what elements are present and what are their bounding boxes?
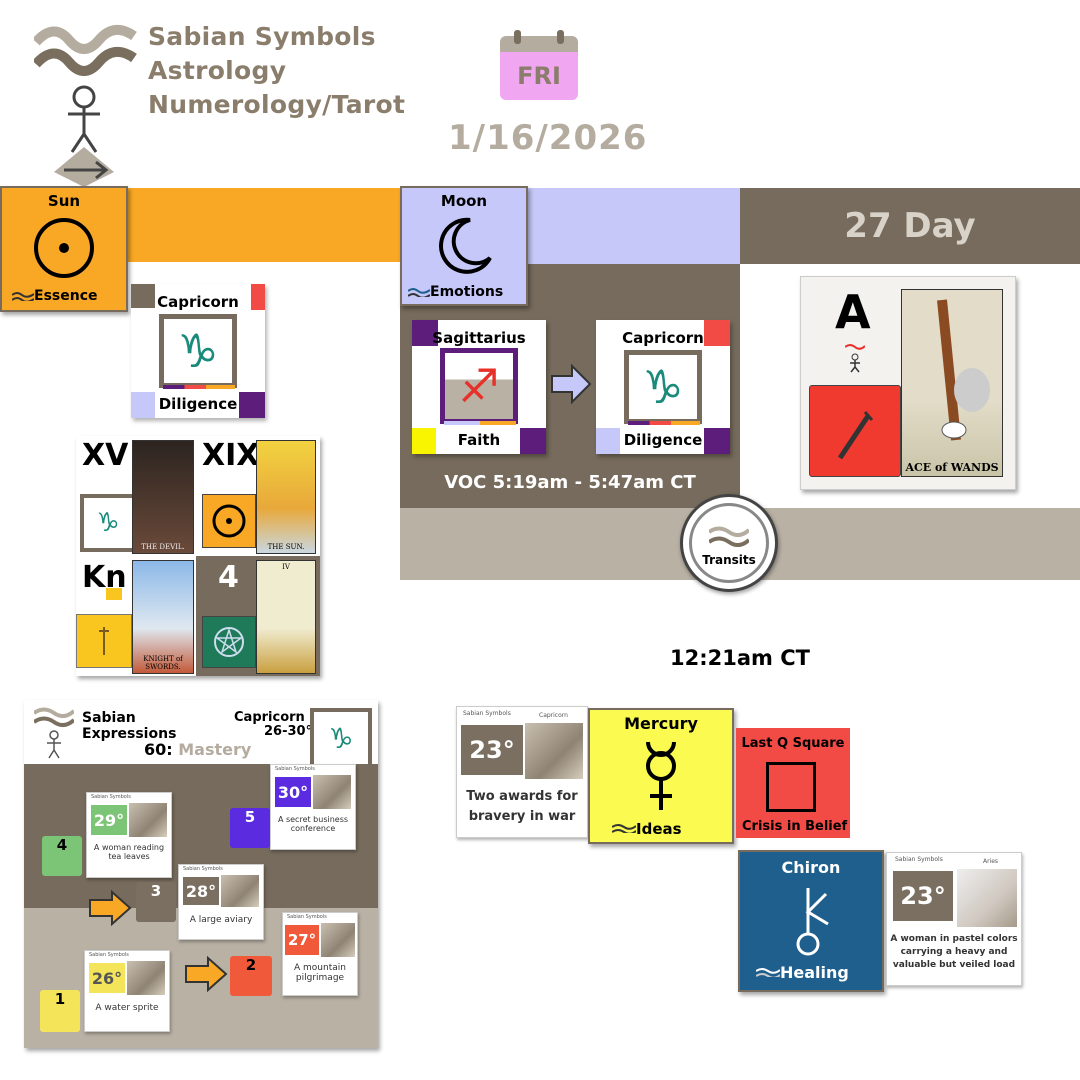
sabian-logo-icon: [32, 706, 76, 762]
moon-to-sign-keyword: Diligence: [623, 431, 703, 449]
weekday: FRI: [517, 62, 561, 90]
calendar-icon: FRI: [500, 30, 578, 100]
tarot-caption: ACE of WANDS: [905, 461, 999, 474]
moon-to-sign-name: Capricorn: [622, 329, 704, 347]
square-aspect-icon: [766, 762, 816, 812]
day-band: 27 Day: [740, 188, 1080, 264]
date: 1/16/2026: [448, 118, 648, 158]
moon-from-sign-card[interactable]: Sagittarius ♐ Faith: [412, 320, 546, 454]
the-devil-card: THE DEVIL.: [132, 440, 194, 554]
aspect-keyword: Crisis in Belief: [742, 819, 848, 834]
sabian-card-28[interactable]: Sabian Symbols 28° A large aviary: [178, 864, 264, 940]
transits-label: Transits: [702, 553, 756, 567]
moon-from-sign-name: Sagittarius: [432, 329, 526, 347]
sabian-wave-icon: [707, 525, 751, 547]
sabian-wave-icon: [11, 286, 35, 303]
arrow-right-icon: [550, 363, 592, 405]
sword-icon: [76, 614, 132, 668]
mercury-sabian-card[interactable]: Sabian Symbols Capricorn 23° Two awards …: [456, 706, 588, 838]
aspect-tile[interactable]: Last Q Square Crisis in Belief: [736, 728, 850, 838]
moon-tile[interactable]: Moon Emotions: [400, 186, 528, 306]
theme-number: 60:: [144, 740, 173, 759]
knight-of-swords-card: KNIGHT of SWORDS.: [132, 560, 194, 674]
capricorn-icon: ♑: [310, 708, 372, 768]
tarot-numeral: XV: [82, 438, 129, 473]
mercury-tile[interactable]: Mercury Ideas: [588, 708, 734, 844]
day-letter: A: [835, 285, 871, 339]
capricorn-icon: ♑: [159, 314, 237, 388]
pentacle-icon: [202, 616, 256, 668]
day-card[interactable]: A ACE of WANDS: [800, 276, 1016, 490]
sabian-card-27[interactable]: Sabian Symbols 27° A mountain pilgrimage: [282, 912, 358, 996]
mercury-keyword: Ideas: [636, 820, 682, 838]
moon-icon: [434, 214, 494, 274]
chiron-keyword: Healing: [780, 963, 849, 982]
capricorn-icon: ♑: [624, 350, 702, 424]
sun-sign-card[interactable]: Capricorn ♑ Diligence: [131, 284, 265, 418]
number-box-5: 5: [230, 808, 270, 848]
transits-badge[interactable]: Transits: [680, 494, 778, 592]
sun-tile[interactable]: Sun Essence: [0, 186, 128, 312]
fire-element-icon: [809, 385, 901, 477]
number-box-2: 2: [230, 956, 272, 996]
the-sun-card: THE SUN.: [256, 440, 316, 554]
expressions-range: 26-30°: [264, 724, 313, 739]
number-box-3: 3: [136, 882, 176, 922]
four-of-pentacles-card: IV: [256, 560, 316, 674]
day-label: 27 Day: [844, 206, 976, 246]
title-line-3: Numerology/Tarot: [148, 90, 406, 119]
title-line-2: Astrology: [148, 56, 287, 85]
mercury-label: Mercury: [624, 714, 698, 733]
moon-from-sign-keyword: Faith: [457, 431, 501, 449]
sabian-card-30[interactable]: Sabian Symbols 30° A secret business con…: [270, 764, 356, 850]
chiron-tile[interactable]: Chiron Healing: [738, 850, 884, 992]
expressions-panel: Sabian Expressions Capricorn 26-30° 60: …: [24, 700, 378, 1048]
sabian-wave-icon: [755, 962, 781, 979]
sabian-wave-icon: [611, 818, 637, 835]
chiron-icon: [790, 884, 834, 958]
title-line-1: Sabian Symbols: [148, 22, 376, 51]
sabian-card-26[interactable]: Sabian Symbols 26° A water sprite: [84, 950, 170, 1032]
arrow-right-icon: [184, 955, 228, 993]
sun-sign-name: Capricorn: [157, 293, 239, 311]
arrow-right-icon: [88, 889, 132, 927]
chiron-label: Chiron: [781, 858, 841, 877]
ace-of-wands-card: ACE of WANDS: [901, 289, 1003, 477]
number-box-1: 1: [40, 990, 80, 1032]
sabian-wave-icon: [407, 282, 431, 299]
number-box-4: 4: [42, 836, 82, 876]
moon-keyword: Emotions: [430, 284, 504, 300]
stick-figure-icon: [844, 343, 866, 373]
logo: [32, 22, 139, 187]
air-element-icon: [106, 588, 122, 600]
expressions-title-1: Sabian: [82, 710, 136, 726]
sun-keyword: Essence: [34, 288, 98, 304]
tarot-numeral: XIX: [202, 438, 260, 473]
sun-icon: [202, 494, 256, 548]
sun-icon: [32, 216, 96, 280]
sabian-card-29[interactable]: Sabian Symbols 29° A woman reading tea l…: [86, 792, 172, 878]
moon-label: Moon: [440, 192, 488, 210]
expressions-title-2: Expressions: [82, 726, 177, 742]
sagittarius-icon: ♐: [440, 348, 518, 424]
expressions-sign: Capricorn: [234, 710, 305, 725]
voc-text: VOC 5:19am - 5:47am CT: [444, 472, 696, 493]
theme-word: Mastery: [178, 740, 252, 759]
moon-to-sign-card[interactable]: Capricorn ♑ Diligence: [596, 320, 730, 454]
chiron-sabian-card[interactable]: Sabian Symbols Aries 23° A woman in past…: [886, 852, 1022, 986]
mercury-icon: [638, 738, 684, 816]
aspect-label: Last Q Square: [741, 736, 845, 751]
tarot-numeral: 4: [218, 560, 239, 595]
capricorn-icon: ♑: [80, 494, 136, 552]
sun-sign-keyword: Diligence: [158, 395, 238, 413]
tarot-grid: XV ♑ THE DEVIL. XIX THE SUN. Kn KNIGHT o…: [76, 436, 320, 676]
sun-label: Sun: [47, 192, 81, 210]
transits-time: 12:21am CT: [670, 646, 810, 670]
